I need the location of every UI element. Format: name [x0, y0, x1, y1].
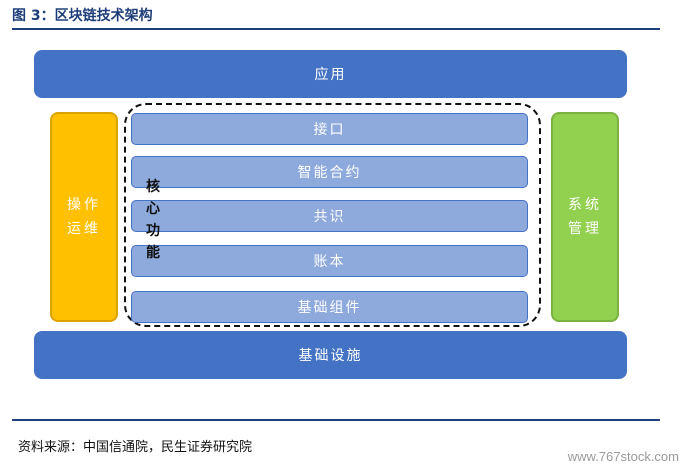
- source-note: 资料来源：中国信通院，民生证券研究院: [18, 440, 253, 455]
- layer-interface: 接口: [131, 113, 528, 145]
- ops-maintenance-box: 操作 运维: [50, 112, 118, 322]
- application-layer: 应用: [34, 50, 627, 98]
- top-rule: [12, 28, 660, 30]
- layer-consensus: 共识: [131, 200, 528, 232]
- core-functions-dashed-frame: [124, 103, 541, 327]
- layer-smart-contract: 智能合约: [131, 156, 528, 188]
- infrastructure-layer: 基础设施: [34, 331, 627, 379]
- core-functions-label: 核 心 功 能: [146, 179, 160, 261]
- layer-base-components: 基础组件: [131, 291, 528, 323]
- bottom-rule: [12, 419, 660, 421]
- figure-title: 图 3：区块链技术架构: [12, 8, 153, 24]
- system-management-box: 系统 管理: [551, 112, 619, 322]
- watermark: www.767stock.com: [567, 449, 679, 464]
- layer-ledger: 账本: [131, 245, 528, 277]
